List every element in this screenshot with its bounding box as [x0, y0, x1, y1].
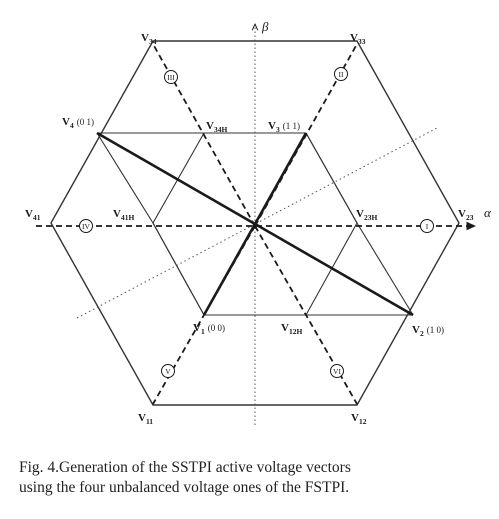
sector-marker-vi: VI	[330, 364, 344, 378]
sector-marker-iv: IV	[79, 219, 93, 233]
caption-line-2: using the four unbalanced voltage ones o…	[19, 479, 350, 496]
svg-text:II: II	[339, 70, 344, 79]
sector-marker-v: V	[161, 364, 175, 378]
svg-text:VI: VI	[333, 367, 341, 376]
active-vector-v3-v1	[202, 132, 308, 316]
label-v34h: V34H	[206, 120, 227, 134]
alpha-axis-label: α	[484, 205, 492, 220]
label-v12h: V12H	[281, 322, 302, 336]
label-v23h: V23H	[356, 208, 377, 222]
beta-axis-label: β	[261, 19, 269, 34]
svg-text:I: I	[426, 222, 429, 231]
label-v4: V4(0 1)	[62, 116, 94, 130]
label-v41: V41	[25, 208, 41, 222]
construction-line-v23h-v2	[356, 222, 414, 316]
label-v12: V12	[351, 412, 367, 426]
construction-line-v3-v23h	[305, 132, 358, 224]
label-v11: V11	[138, 412, 153, 426]
label-v33: V33	[350, 32, 366, 46]
label-v23: V23	[458, 208, 474, 222]
label-v34: V34	[141, 32, 157, 46]
sector-marker-i: I	[420, 219, 434, 233]
space-vector-diagram: I II III IV V VI β α V34 V33 V4(0 1) V34…	[25, 19, 492, 426]
label-v3: V3(1 1)	[268, 120, 300, 134]
outer-hexagon	[50, 40, 460, 406]
label-v2: V2(1 0)	[412, 324, 444, 338]
label-v1: V1(0 0)	[193, 322, 225, 336]
label-v41h: V41H	[113, 208, 134, 222]
sector-marker-ii: II	[334, 67, 348, 81]
svg-text:IV: IV	[82, 222, 90, 231]
figure-caption: Fig. 4.Generation of the SSTPI active vo…	[19, 458, 489, 498]
construction-line-v4-v41h	[96, 132, 154, 224]
construction-line-v41h-v1	[152, 222, 205, 316]
svg-text:V: V	[165, 367, 171, 376]
sector-marker-iii: III	[164, 70, 178, 84]
caption-line-1: Fig. 4.Generation of the SSTPI active vo…	[19, 459, 351, 476]
svg-text:III: III	[167, 73, 175, 82]
